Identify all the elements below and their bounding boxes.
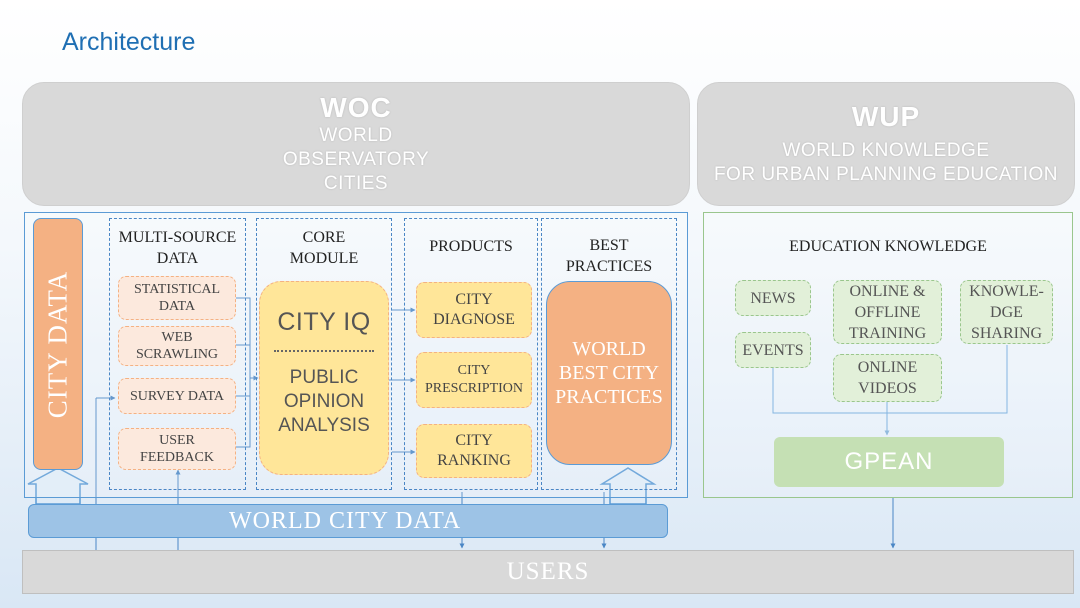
up-arrow-icon bbox=[599, 467, 657, 505]
multi-source-heading-line: DATA bbox=[156, 250, 199, 267]
source-item-survey-data: SURVEY DATA bbox=[118, 378, 236, 414]
best-practice-line: WORLD bbox=[572, 338, 646, 360]
education-knowledge-heading: EDUCATION KNOWLEDGE bbox=[789, 237, 987, 255]
edu-line: TRAINING bbox=[848, 324, 927, 342]
best-practices-heading-line: PRACTICES bbox=[565, 258, 653, 275]
product-city-prescription: CITY PRESCRIPTION bbox=[416, 352, 532, 408]
world-city-data-bar: WORLD CITY DATA bbox=[28, 504, 668, 538]
analysis-line: PUBLIC bbox=[289, 367, 359, 388]
analysis-line: OPINION bbox=[283, 391, 365, 412]
edu-item-events: EVENTS bbox=[735, 332, 811, 368]
core-module-column bbox=[256, 218, 392, 490]
woc-header-panel: WOC WORLD OBSERVATORY CITIES bbox=[22, 82, 690, 206]
source-item-line: STATISTICAL bbox=[134, 282, 220, 297]
users-bar: USERS bbox=[22, 550, 1074, 594]
product-line: CITY bbox=[455, 432, 493, 449]
edu-line: SHARING bbox=[970, 324, 1043, 342]
product-line: DIAGNOSE bbox=[433, 311, 515, 328]
product-line: CITY bbox=[457, 363, 491, 378]
edu-line: KNOWLE- bbox=[969, 282, 1044, 300]
wup-header-panel: WUP WORLD KNOWLEDGE FOR URBAN PLANNING E… bbox=[697, 82, 1075, 206]
source-item-line: SCRAWLING bbox=[135, 347, 219, 362]
edu-item-online-offline-training: ONLINE & OFFLINE TRAINING bbox=[833, 280, 942, 344]
product-city-ranking: CITY RANKING bbox=[416, 424, 532, 478]
best-practices-column bbox=[541, 218, 677, 490]
source-item-line: USER bbox=[159, 433, 195, 448]
edu-line: OFFLINE bbox=[854, 303, 921, 321]
source-item-line: FEEDBACK bbox=[140, 450, 214, 465]
source-item-user-feedback: USER FEEDBACK bbox=[118, 428, 236, 470]
product-line: RANKING bbox=[437, 452, 511, 469]
woc-title: WOC bbox=[320, 92, 392, 123]
gpean-box: GPEAN bbox=[774, 437, 1004, 487]
best-practices-heading: BEST PRACTICES bbox=[541, 234, 677, 278]
source-item-line: SURVEY DATA bbox=[129, 388, 225, 404]
city-data-column: CITY DATA bbox=[33, 218, 83, 470]
best-practice-line: BEST CITY bbox=[558, 362, 660, 384]
edu-line: VIDEOS bbox=[858, 380, 917, 397]
woc-subtitle-line: OBSERVATORY bbox=[282, 149, 430, 170]
woc-subtitle-line: WORLD bbox=[319, 125, 393, 146]
wup-subtitle-line: WORLD KNOWLEDGE bbox=[782, 140, 990, 161]
products-column bbox=[404, 218, 538, 490]
page-title: Architecture bbox=[62, 28, 196, 56]
source-item-line: DATA bbox=[158, 299, 196, 314]
product-city-diagnose: CITY DIAGNOSE bbox=[416, 282, 532, 338]
wup-title: WUP bbox=[851, 101, 921, 132]
source-item-line: WEB bbox=[161, 330, 193, 345]
core-module-heading-line: CORE bbox=[302, 229, 346, 246]
edu-line: ONLINE bbox=[857, 359, 918, 376]
edu-item-knowledge-sharing: KNOWLE- DGE SHARING bbox=[960, 280, 1053, 344]
core-module-heading: CORE MODULE bbox=[256, 226, 392, 270]
analysis-line: ANALYSIS bbox=[278, 415, 370, 436]
core-module-heading-line: MODULE bbox=[289, 250, 359, 267]
public-opinion-analysis: PUBLIC OPINION ANALYSIS bbox=[260, 366, 388, 438]
city-iq-label: CITY IQ bbox=[277, 307, 371, 336]
wup-subtitle-line: FOR URBAN PLANNING EDUCATION bbox=[713, 164, 1059, 185]
source-item-statistical-data: STATISTICAL DATA bbox=[118, 276, 236, 320]
core-module-box: CITY IQ PUBLIC OPINION ANALYSIS bbox=[259, 281, 389, 475]
world-best-city-practices-box: WORLD BEST CITY PRACTICES bbox=[546, 281, 672, 465]
source-item-web-scrawling: WEB SCRAWLING bbox=[118, 326, 236, 366]
products-heading: PRODUCTS bbox=[429, 237, 513, 255]
best-practices-heading-line: BEST bbox=[589, 237, 629, 254]
woc-subtitle-line: CITIES bbox=[323, 173, 389, 194]
city-data-label: CITY DATA bbox=[42, 270, 73, 418]
multi-source-heading: MULTI-SOURCE DATA bbox=[109, 226, 246, 270]
core-divider bbox=[274, 350, 374, 352]
best-practice-line: PRACTICES bbox=[555, 386, 663, 408]
world-city-data-label: WORLD CITY DATA bbox=[229, 507, 462, 534]
product-line: CITY bbox=[455, 291, 493, 308]
product-line: PRESCRIPTION bbox=[424, 381, 524, 396]
edu-line: ONLINE & bbox=[849, 282, 926, 300]
multi-source-column bbox=[109, 218, 246, 490]
edu-line: DGE bbox=[990, 303, 1023, 321]
multi-source-heading-line: MULTI-SOURCE bbox=[118, 229, 237, 246]
edu-item-online-videos: ONLINE VIDEOS bbox=[833, 354, 942, 402]
up-arrow-icon bbox=[27, 467, 89, 505]
edu-item-news: NEWS bbox=[735, 280, 811, 316]
